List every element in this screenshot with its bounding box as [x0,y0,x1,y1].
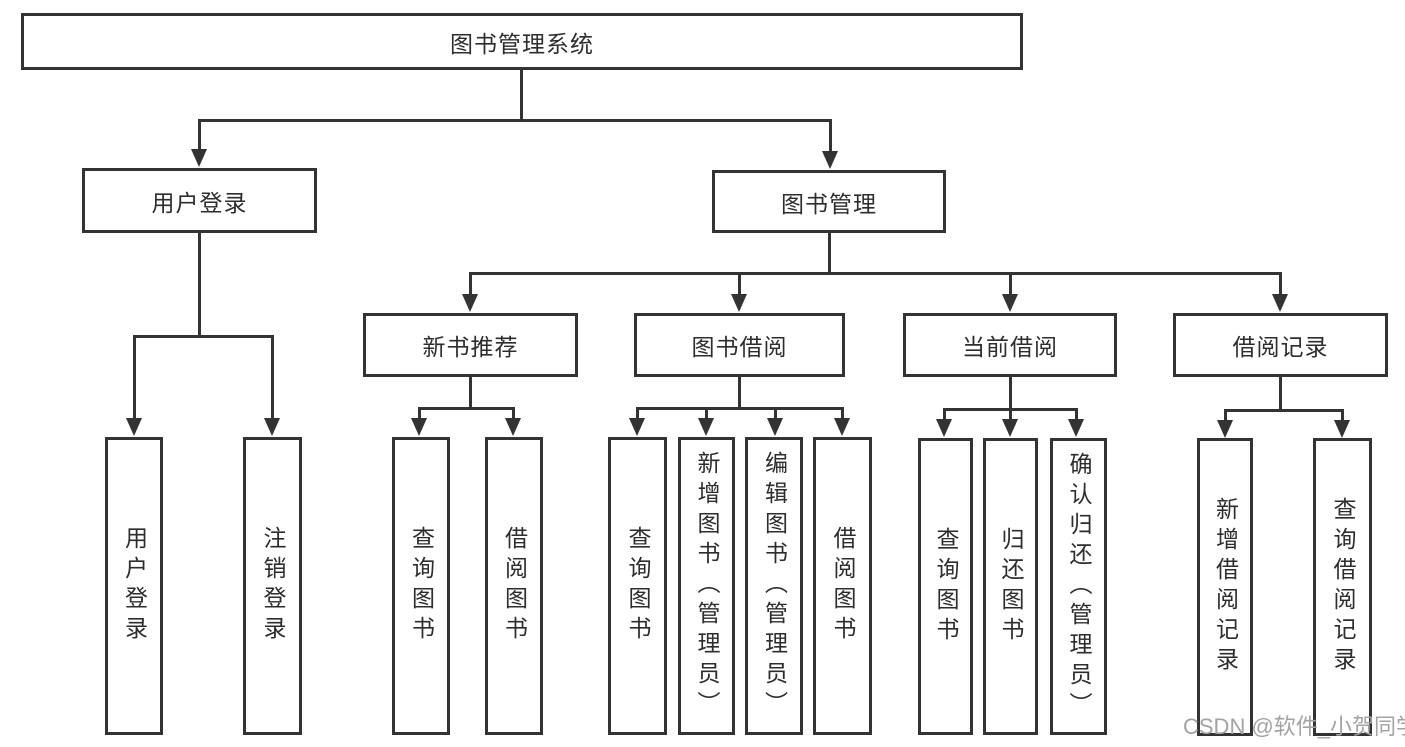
connector-stub-book-borrowing [738,272,741,297]
node-user-login-group: 用户登录 [82,168,317,233]
node-leaf-current-return-books: 归还图书 [983,438,1038,735]
connector-user-login-trunk [198,233,201,338]
connector-book-borrowing-bar [636,407,844,410]
arrowhead-icon [191,149,207,167]
connector-stub [705,407,708,421]
leaf-label: 借阅图书 [830,526,856,646]
leaf-label: 查询图书 [625,526,651,646]
leaf-label: 用户登录 [121,526,148,646]
connector-new-book-bar [418,407,515,410]
leaf-label: 确认归还（管理员） [1066,451,1092,722]
leaf-label: 借阅图书 [501,526,528,646]
csdn-watermark: CSDN @软件_小贺同学 [1183,714,1405,739]
node-book-management-group-label: 图书管理 [781,190,877,217]
connector-book-management-trunk [828,233,831,275]
arrowhead-icon [731,294,747,312]
leaf-label: 新增图书（管理员） [694,451,720,721]
node-leaf-current-confirm-return: 确认归还（管理员） [1050,438,1107,735]
connector-level2-bar [469,272,1282,275]
node-book-management-group: 图书管理 [712,170,946,233]
arrowhead-icon [822,151,838,169]
connector-level1-bar [198,119,832,122]
connector-stub [636,407,639,421]
arrowhead-icon [1002,294,1018,312]
connector-user-login-bar [133,335,274,338]
connector-borrowing-records-trunk [1279,377,1282,412]
node-user-login-group-label: 用户登录 [151,189,248,216]
node-leaf-recommend-borrow-books: 借阅图书 [485,437,543,735]
connector-stub [1009,408,1012,421]
connector-stub-current-borrowing [1009,272,1012,297]
connector-stub-book-management [829,119,832,152]
arrowhead-icon [936,419,952,437]
arrowhead-icon [126,418,142,436]
arrowhead-icon [629,418,645,436]
leaf-label: 归还图书 [998,526,1024,647]
node-leaf-borrowing-query-books: 查询图书 [608,437,667,735]
arrowhead-icon [1217,420,1233,438]
arrowhead-icon [1272,294,1288,312]
connector-stub [418,407,421,421]
leaf-label: 新增借阅记录 [1212,497,1239,677]
node-leaf-recommend-query-books: 查询图书 [392,437,450,735]
leaf-label: 查询图书 [933,526,959,647]
node-new-book-recommend-label: 新书推荐 [422,334,519,360]
node-leaf-records-add-record: 新增借阅记录 [1197,438,1253,736]
arrowhead-icon [834,418,850,436]
connector-stub-user-login [198,119,201,152]
node-root: 图书管理系统 [21,13,1023,70]
leaf-label: 注销登录 [260,526,286,646]
connector-stub-leaf-logout [271,335,274,421]
node-leaf-user-login: 用户登录 [105,437,163,735]
node-leaf-records-query-record: 查询借阅记录 [1313,438,1372,736]
connector-borrowing-records-bar [1224,409,1344,412]
connector-current-borrowing-trunk [1009,377,1012,411]
node-leaf-borrowing-edit-books: 编辑图书（管理员） [745,437,803,735]
arrowhead-icon [1002,419,1018,437]
connector-book-borrowing-trunk [738,377,741,410]
leaf-label: 编辑图书（管理员） [761,451,788,721]
node-borrowing-records: 借阅记录 [1173,313,1388,377]
connector-new-book-trunk [469,377,472,410]
node-new-book-recommend: 新书推荐 [363,313,578,377]
connector-stub-leaf-user-login [133,335,136,421]
connector-stub-new-book [469,272,472,297]
node-leaf-logout: 注销登录 [243,437,302,735]
connector-stub [943,408,946,421]
arrowhead-icon [505,418,521,436]
node-leaf-borrowing-borrow-books: 借阅图书 [813,437,872,735]
leaf-label: 查询图书 [408,526,435,646]
arrowhead-icon [264,418,280,436]
connector-stub [774,407,777,421]
leaf-label: 查询借阅记录 [1330,497,1356,677]
node-borrowing-records-label: 借阅记录 [1232,334,1329,360]
connector-stub [1075,408,1078,421]
arrowhead-icon [462,294,478,312]
connector-stub [841,407,844,421]
connector-stub [512,407,515,421]
connector-stub [1341,409,1344,422]
arrowhead-icon [767,418,783,436]
connector-root-trunk [520,70,523,122]
node-current-borrowing: 当前借阅 [903,313,1117,377]
arrowhead-icon [1334,420,1350,438]
node-root-label: 图书管理系统 [450,30,594,57]
arrowhead-icon [698,418,714,436]
node-book-borrowing: 图书借阅 [634,313,845,377]
node-leaf-current-query-books: 查询图书 [918,438,973,735]
node-current-borrowing-label: 当前借阅 [962,334,1058,360]
arrowhead-icon [1068,419,1084,437]
connector-stub [1224,409,1227,422]
node-leaf-borrowing-add-books: 新增图书（管理员） [678,437,735,735]
arrowhead-icon [411,418,427,436]
connector-stub-borrowing-records [1279,272,1282,297]
node-book-borrowing-label: 图书借阅 [691,334,788,360]
